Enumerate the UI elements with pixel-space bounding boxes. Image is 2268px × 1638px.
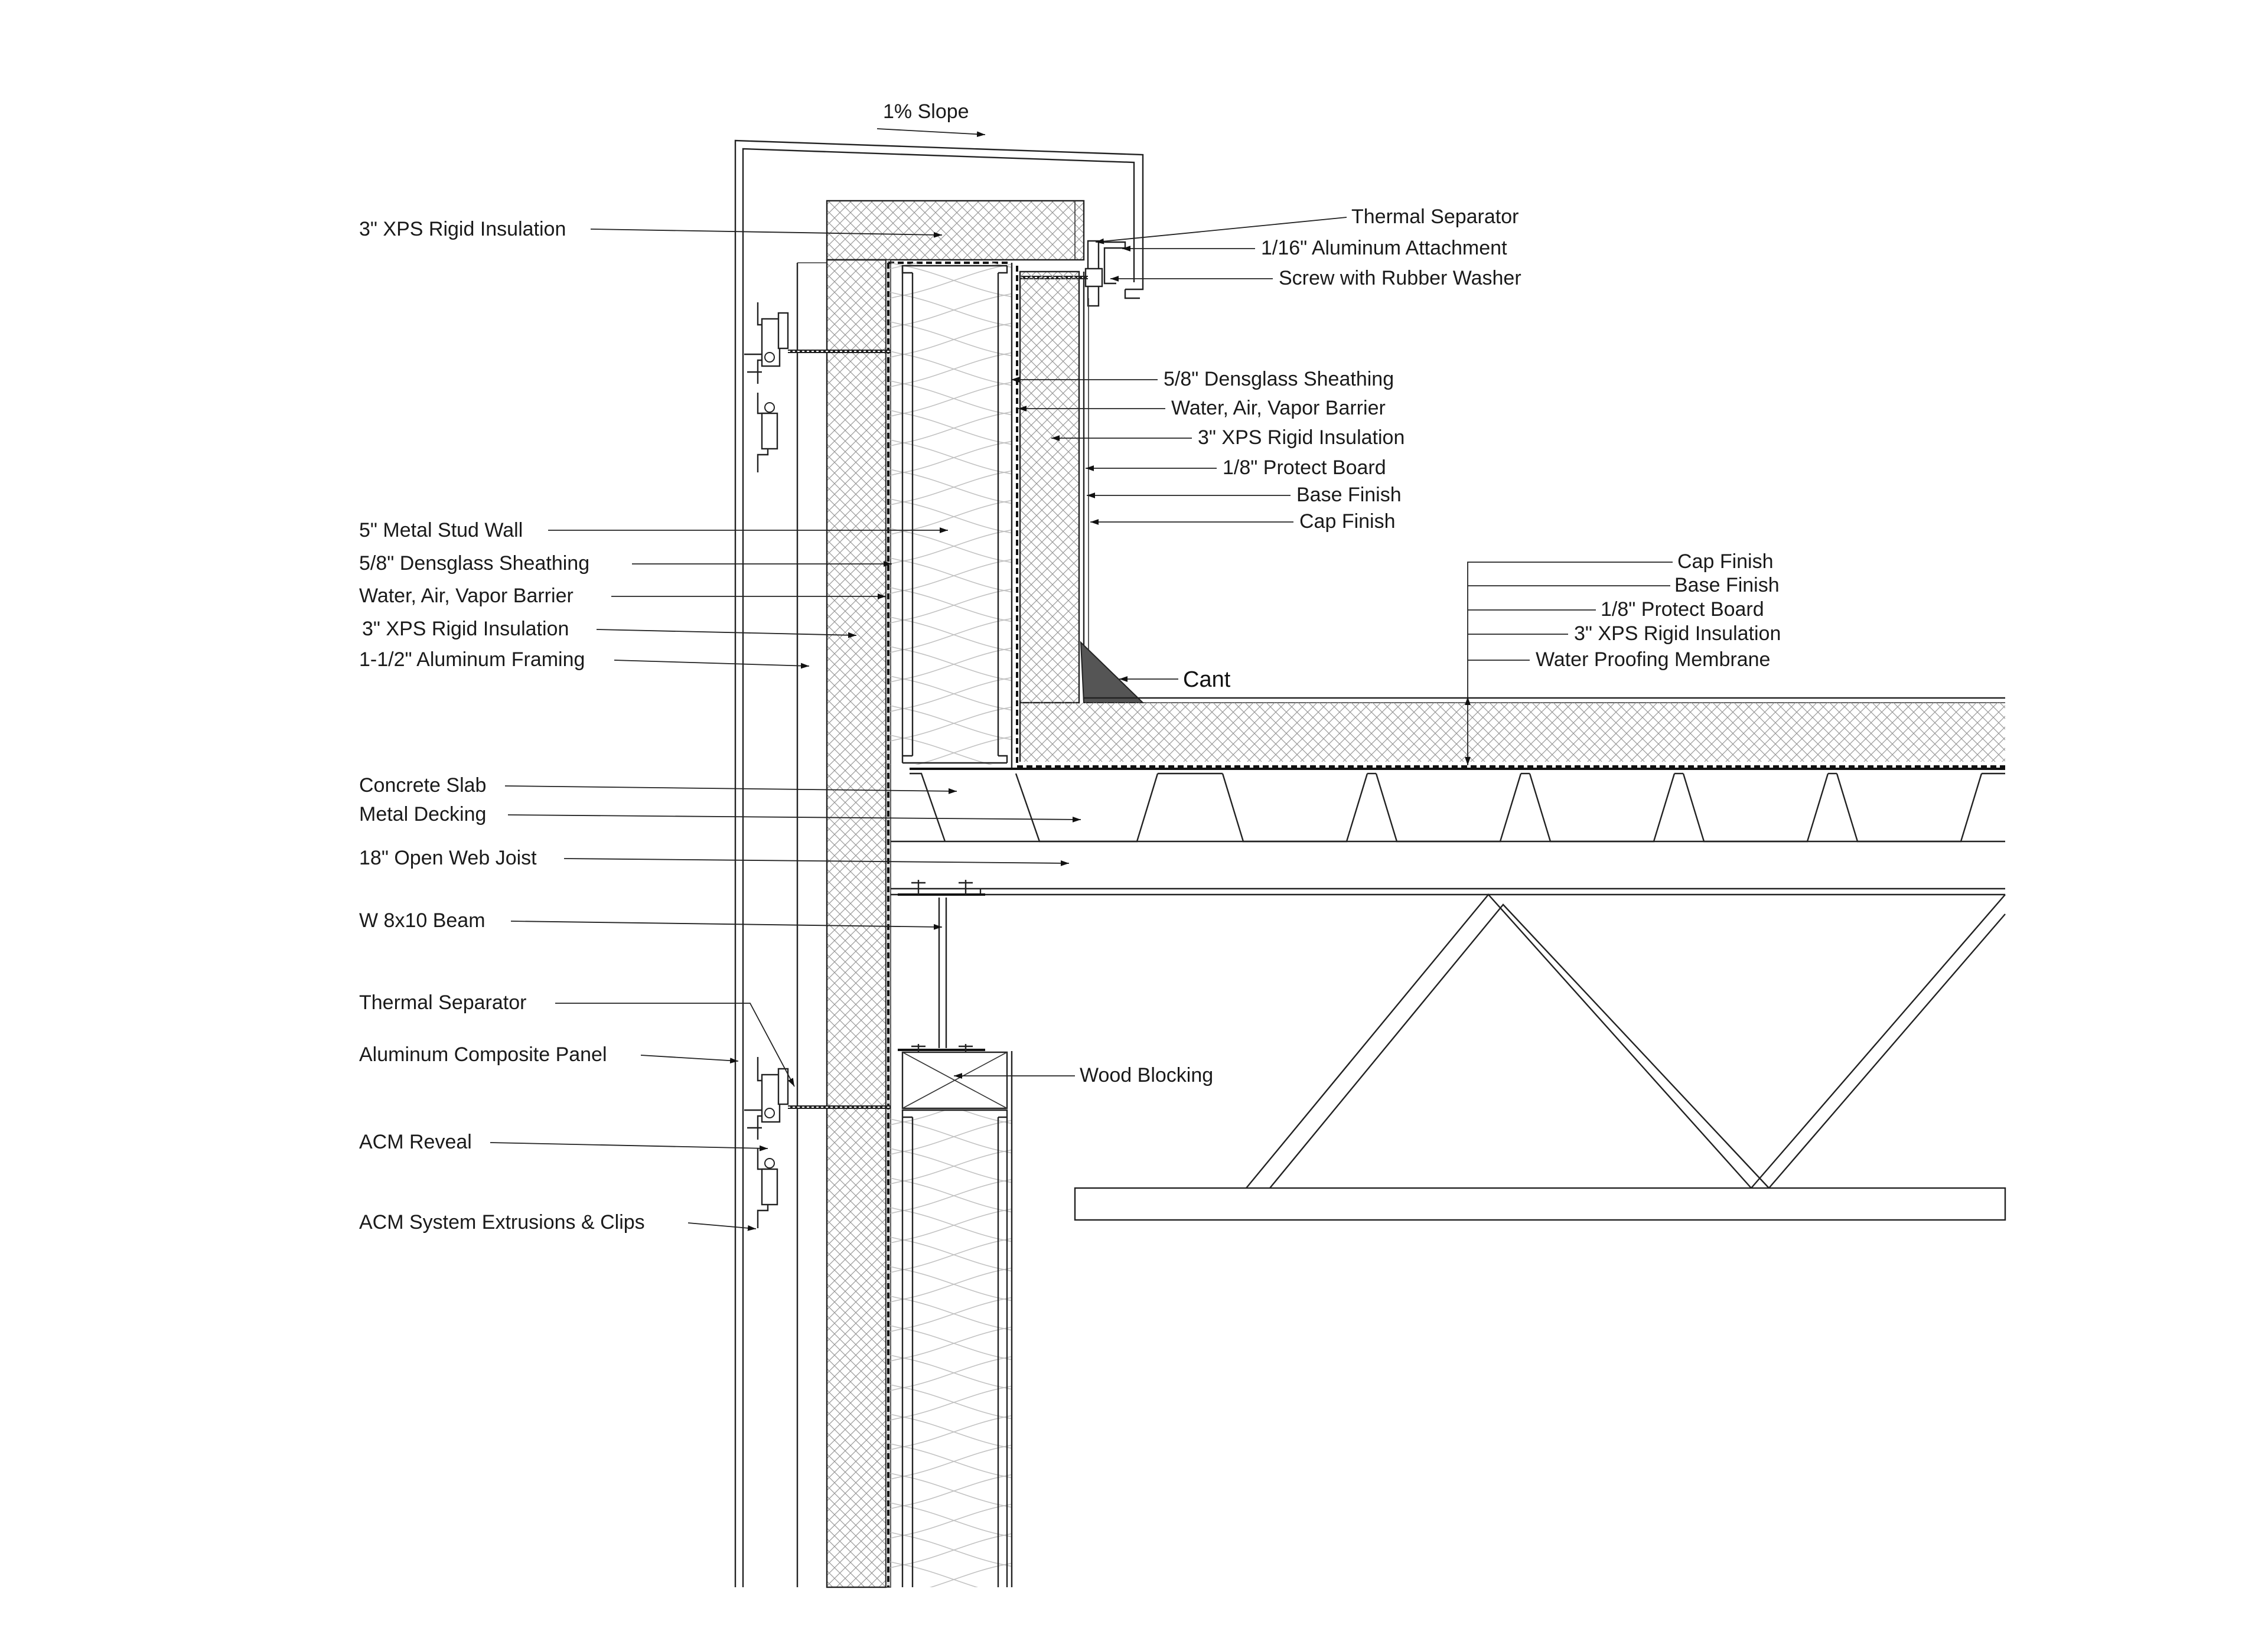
roof-callouts: Cap Finish Base Finish 1/8" Protect Boar…: [1465, 550, 1781, 765]
callout-xps-wall: 3" XPS Rigid Insulation: [362, 618, 569, 640]
callout-thermal-separator-left: Thermal Separator: [359, 991, 526, 1014]
metal-decking: [910, 772, 2005, 843]
callout-wood-blocking: Wood Blocking: [1080, 1064, 1213, 1086]
open-web-joist: [891, 887, 2006, 1221]
callout-densglass-parapet: 5/8" Densglass Sheathing: [1164, 368, 1394, 390]
callout-concrete-slab: Concrete Slab: [359, 774, 486, 797]
callout-protect-board-parapet: 1/8" Protect Board: [1223, 456, 1386, 479]
callout-acm-reveal: ACM Reveal: [359, 1131, 472, 1153]
callout-xps-parapet: 3" XPS Rigid Insulation: [1198, 426, 1405, 449]
callout-cap-finish-roof: Cap Finish: [1677, 550, 1774, 573]
callout-acm-panel: Aluminum Composite Panel: [359, 1043, 607, 1066]
stud-wall-upper: [891, 263, 1012, 765]
callout-cant: Cant: [1183, 667, 1231, 692]
callout-protect-board-roof: 1/8" Protect Board: [1601, 598, 1764, 621]
wall-xps-insulation: [826, 259, 887, 1588]
coping-callouts: Thermal Separator 1/16" Aluminum Attachm…: [1095, 205, 1521, 289]
roof-assembly: [1017, 697, 2005, 768]
acm-clip-lower: [744, 1057, 891, 1228]
left-callouts: 3" XPS Rigid Insulation 5" Metal Stud Wa…: [359, 218, 1081, 1234]
callout-acm-extrusions: ACM System Extrusions & Clips: [359, 1211, 645, 1234]
callout-membrane: Water Proofing Membrane: [1536, 648, 1770, 671]
callout-base-finish-parapet: Base Finish: [1296, 484, 1402, 506]
callout-aluminum-framing: 1-1/2" Aluminum Framing: [359, 648, 585, 671]
callout-aluminum-attachment: 1/16" Aluminum Attachment: [1261, 237, 1507, 259]
callout-base-finish-roof: Base Finish: [1674, 574, 1780, 596]
metal-coping: [734, 139, 1144, 1587]
slope-label: 1% Slope: [883, 100, 969, 123]
callout-beam: W 8x10 Beam: [359, 909, 485, 932]
callout-screw: Screw with Rubber Washer: [1279, 267, 1521, 289]
callout-open-web-joist: 18" Open Web Joist: [359, 847, 537, 869]
callout-stud-wall: 5" Metal Stud Wall: [359, 519, 523, 541]
cant-strip: [1080, 641, 1145, 703]
callout-densglass-left: 5/8" Densglass Sheathing: [359, 552, 589, 575]
callout-metal-decking: Metal Decking: [359, 803, 486, 825]
slope-indicator: 1% Slope: [876, 100, 986, 138]
parapet-xps-insulation: [1019, 270, 1080, 704]
wood-blocking: [901, 1051, 1008, 1110]
parapet-callouts: 5/8" Densglass Sheathing Water, Air, Vap…: [1011, 368, 1405, 692]
callout-xps-top: 3" XPS Rigid Insulation: [359, 218, 566, 240]
callout-thermal-separator-top: Thermal Separator: [1351, 205, 1518, 228]
top-xps-insulation: [826, 200, 1085, 261]
callout-cap-finish-parapet: Cap Finish: [1299, 510, 1396, 533]
callout-barrier-left: Water, Air, Vapor Barrier: [359, 585, 573, 607]
acm-clip-upper: [744, 302, 891, 472]
steel-beam: [898, 880, 985, 1058]
callout-xps-roof: 3" XPS Rigid Insulation: [1574, 622, 1781, 645]
wood-blocking-callout: Wood Blocking: [954, 1064, 1213, 1086]
callout-barrier-parapet: Water, Air, Vapor Barrier: [1171, 397, 1386, 419]
stud-wall-lower: [891, 1051, 1013, 1587]
